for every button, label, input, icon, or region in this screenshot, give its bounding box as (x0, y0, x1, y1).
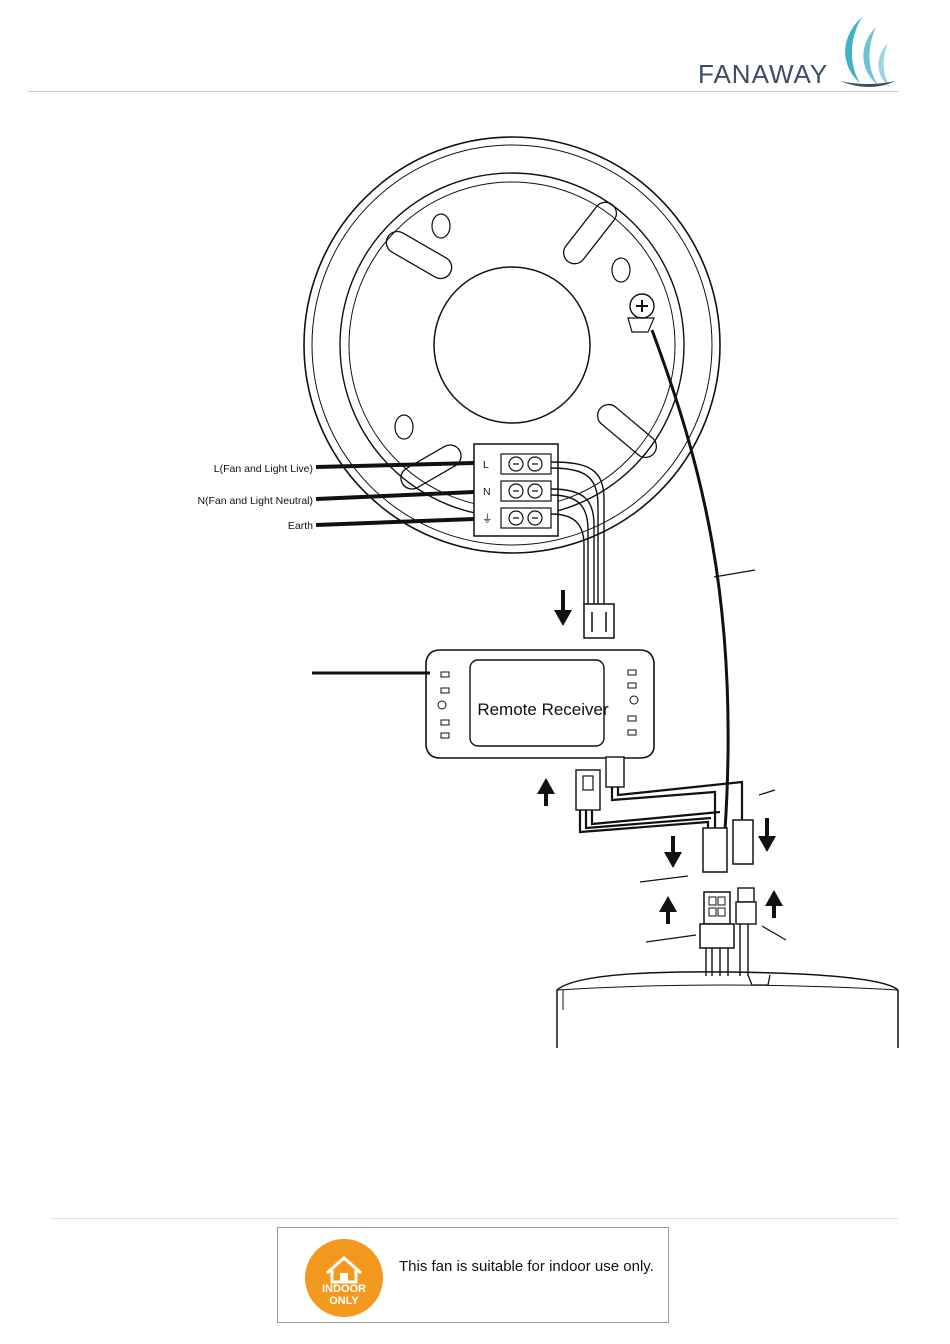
fan-connector-small (736, 888, 756, 924)
receiver-output-wires (580, 782, 742, 832)
plug-large-upper (703, 828, 727, 872)
fan-connector-large (700, 892, 734, 948)
terminal-n-label: N (483, 486, 491, 498)
indoor-notice-text: This fan is suitable for indoor use only… (399, 1258, 654, 1275)
arrow-down-icon (758, 818, 776, 852)
arrow-down-icon (664, 836, 682, 868)
footer-divider (50, 1218, 898, 1219)
live-wire-label: L(Fan and Light Live) (214, 463, 313, 475)
mains-wires (316, 463, 474, 525)
terminal-l-label: L (483, 459, 489, 471)
arrow-up-icon (765, 890, 783, 918)
neutral-wire-label: N(Fan and Light Neutral) (197, 495, 313, 507)
upper-connector (584, 604, 614, 638)
plug-pointer-top (759, 790, 775, 795)
indoor-only-badge: INDOOR ONLY (305, 1239, 383, 1317)
earth-wire-label: Earth (288, 520, 313, 532)
fan-motor-housing (557, 972, 898, 1048)
plug-small-upper (733, 820, 753, 864)
arrow-down-icon (554, 590, 572, 626)
remote-receiver-label: Remote Receiver (477, 700, 609, 719)
connector-pointer-right (762, 926, 786, 940)
connector-pointer-left (646, 935, 696, 942)
arrow-up-icon (659, 896, 677, 924)
indoor-only-label: INDOOR ONLY (305, 1283, 383, 1307)
arrow-up-icon (537, 778, 555, 806)
output-cable-sleeve (606, 757, 624, 787)
indoor-notice: INDOOR ONLY This fan is suitable for ind… (277, 1227, 669, 1323)
earth-lead-pointer (714, 570, 755, 577)
plug-pointer-left (640, 876, 688, 882)
terminal-earth-label: ⏚ (482, 513, 493, 525)
